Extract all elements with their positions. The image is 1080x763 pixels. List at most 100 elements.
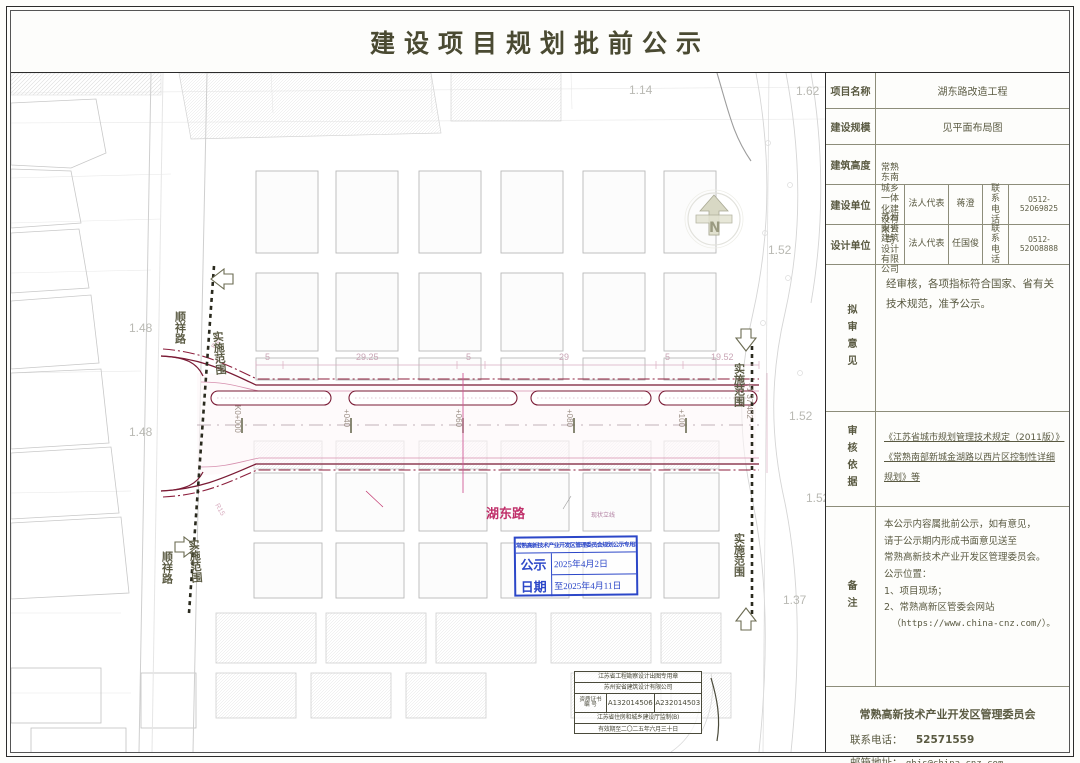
stamp-end-date-row: 至 2025 年 4 月 11 日 <box>552 574 636 596</box>
elevation-mark: 1.52 <box>768 243 792 257</box>
value-design-unit-name: 苏州安省建筑设计有限公司 <box>876 213 905 275</box>
contact-tel-label: 联系电话： <box>850 734 903 747</box>
start-year-unit: 年 <box>571 559 582 571</box>
table-row-scale: 建设规模 见平面布局图 <box>826 109 1069 145</box>
value-design-tel: 0512-52008888 <box>1019 234 1059 253</box>
remark-line-1: 本公示内容属批前公示，如有意见， <box>884 519 1037 530</box>
contact-tel: 联系电话： 52571559 <box>836 729 974 752</box>
inner-border <box>10 10 1070 753</box>
map-label-shunxiang-road-bottom: 顺祥路 <box>160 551 174 584</box>
start-month-unit: 月 <box>585 559 595 570</box>
table-row-basis: 审核依据 《江苏省城市规划管理技术规定（2011版）》 《常熟南部新城金湖路以西… <box>826 412 1069 507</box>
design-stamp-title: 江苏省工程勘察设计出图专用章 <box>575 672 701 683</box>
dimension-label: 19.52 <box>711 352 734 362</box>
basis-line-1: 《江苏省城市规划管理技术规定（2011版）》 <box>884 433 1065 444</box>
value-project-name: 湖东路改造工程 <box>937 87 1008 98</box>
label-construction-tel: 联系电话 <box>983 184 1009 225</box>
label-construction-rep: 法人代表 <box>905 185 949 224</box>
station-label: +100 <box>677 409 686 428</box>
map-label-scope-right-bottom: 实施范围 <box>732 533 746 577</box>
contact-email-label: 邮箱地址： <box>850 757 903 763</box>
chainage-label: +1 37 402 <box>745 383 754 419</box>
label-height: 建筑高度 <box>826 145 876 184</box>
stamp-label-line1: 公示 <box>520 558 547 574</box>
cert-number-b: A232014503 <box>655 698 701 707</box>
label-opinion: 拟审意见 <box>826 265 876 411</box>
north-arrow-letter: N <box>709 220 721 236</box>
start-year: 2025 <box>553 558 573 569</box>
remark-line-7[interactable]: （https://www.china-cnz.com/）。 <box>892 618 1056 629</box>
dimension-label: 5 <box>665 352 671 362</box>
remark-line-2: 请于公示期内形成书面意见送至 <box>884 535 1018 547</box>
publicity-date-stamp: 常熟高新技术产业开发区管理委员会规划公示专用章 公示 日期 2025 年 4 月… <box>513 535 639 597</box>
design-firm-stamp: 江苏省工程勘察设计出图专用章 苏州安省建筑设计有限公司 资质证书 编 号 A13… <box>574 671 702 734</box>
site-plan-drawing: R15 R15 N 1.14 1.62 1.52 <box>11 73 825 752</box>
map-label-shunxiang-road-top: 顺祥路 <box>173 311 187 344</box>
map-label-scope-left-bottom: 实施范围 <box>186 538 204 584</box>
end-day-unit: 日 <box>612 581 622 592</box>
table-row-design-unit: 设计单位 苏州安省建筑设计有限公司 法人代表 任国俊 联系电话 0512-520… <box>826 213 1069 275</box>
project-info-table: 项目名称 湖东路改造工程 建设规模 见平面布局图 建筑高度 建设单位 常熟东南城… <box>825 73 1069 763</box>
table-row-height: 建筑高度 <box>826 145 1069 185</box>
end-year: 2025 <box>563 580 582 591</box>
page-title-bar: 建设项目规划批前公示 <box>11 11 1069 73</box>
elevation-mark: 1.52 <box>789 409 813 423</box>
table-row-construction-unit: 建设单位 常熟东南城乡一体化建设有限公司 法人代表 蒋澄 联系电话 0512-5… <box>826 163 1069 246</box>
elevation-mark: 1.62 <box>796 84 820 98</box>
contact-email: 邮箱地址： ghjs@china-cnz.com <box>836 752 1003 763</box>
dimension-label: 5 <box>265 352 271 362</box>
design-stamp-issuer: 江苏省住房和城乡建设厅监制(B) <box>575 713 701 724</box>
label-project-name: 项目名称 <box>826 73 876 108</box>
road-name-hudong: 湖东路 <box>486 507 526 522</box>
contact-tel-value: 52571559 <box>915 734 975 747</box>
elevation-mark: 1.48 <box>129 425 153 439</box>
value-height <box>876 145 1069 184</box>
start-day-unit: 日 <box>598 559 609 570</box>
value-opinion: 经审核，各项指标符合国家、省有关技术规范，准予公示。 <box>886 278 1054 310</box>
stamp-start-date-row: 2025 年 4 月 2 日 <box>551 552 637 576</box>
label-construction-unit: 建设单位 <box>826 185 876 224</box>
label-design-unit: 设计单位 <box>826 225 876 264</box>
cert-label-line2: 编 号 <box>584 702 597 708</box>
label-remark: 备注 <box>826 507 876 686</box>
cert-label-line1: 资质证书 <box>579 696 602 703</box>
remark-line-3: 常熟高新技术产业开发区管理委员会。 <box>884 552 1046 564</box>
map-label-scope-right-top: 实施范围 <box>732 363 746 407</box>
page-title: 建设项目规划批前公示 <box>369 28 710 58</box>
value-remark: 本公示内容属批前公示，如有意见， 请于公示期内形成书面意见送至 常熟高新技术产业… <box>876 507 1069 686</box>
svg-text:R15: R15 <box>213 503 226 518</box>
end-year-unit: 年 <box>581 581 591 592</box>
label-basis: 审核依据 <box>826 412 876 506</box>
contact-email-value[interactable]: ghjs@china-cnz.com <box>906 759 1004 763</box>
site-plan-vector: R15 R15 <box>11 73 825 752</box>
remark-line-6: 2、常熟高新区管委会网站 <box>884 602 995 614</box>
station-label: +060 <box>454 409 463 428</box>
value-construction-tel: 0512-52069825 <box>1019 194 1059 213</box>
value-scale: 见平面布局图 <box>942 123 1003 134</box>
station-label: +080 <box>565 409 574 428</box>
design-stamp-cert-row: 资质证书 编 号 A132014506 A232014503 <box>575 694 701 713</box>
north-arrow-icon <box>684 189 744 249</box>
elevation-mark: 1.14 <box>629 83 653 97</box>
elevation-mark: 1.37 <box>783 593 807 607</box>
table-row-opinion: 拟审意见 经审核，各项指标符合国家、省有关技术规范，准予公示。 <box>826 265 1069 412</box>
dimension-label: 29.25 <box>356 352 379 362</box>
end-month-unit: 月 <box>594 581 604 592</box>
elevation-mark: 1.48 <box>129 321 153 335</box>
cert-number-a: A132014506 <box>607 694 655 712</box>
stamp-label-line2: 日期 <box>520 580 547 596</box>
stamp-header-text: 常熟高新技术产业开发区管理委员会规划公示专用章 <box>515 537 636 554</box>
value-design-rep: 任国俊 <box>949 225 983 264</box>
design-stamp-company: 苏州安省建筑设计有限公司 <box>575 683 701 694</box>
station-label: +040 <box>342 409 351 428</box>
value-construction-rep: 蒋澄 <box>949 185 983 224</box>
elevation-mark: 1.52 <box>806 491 825 505</box>
label-scale: 建设规模 <box>826 109 876 144</box>
end-prefix: 至 <box>554 582 564 593</box>
cert-label: 资质证书 编 号 <box>575 694 607 712</box>
dimension-label: 5 <box>466 352 472 362</box>
end-day: 11 <box>603 580 613 591</box>
label-design-rep: 法人代表 <box>905 225 949 264</box>
station-label: K0+000 <box>233 405 242 433</box>
